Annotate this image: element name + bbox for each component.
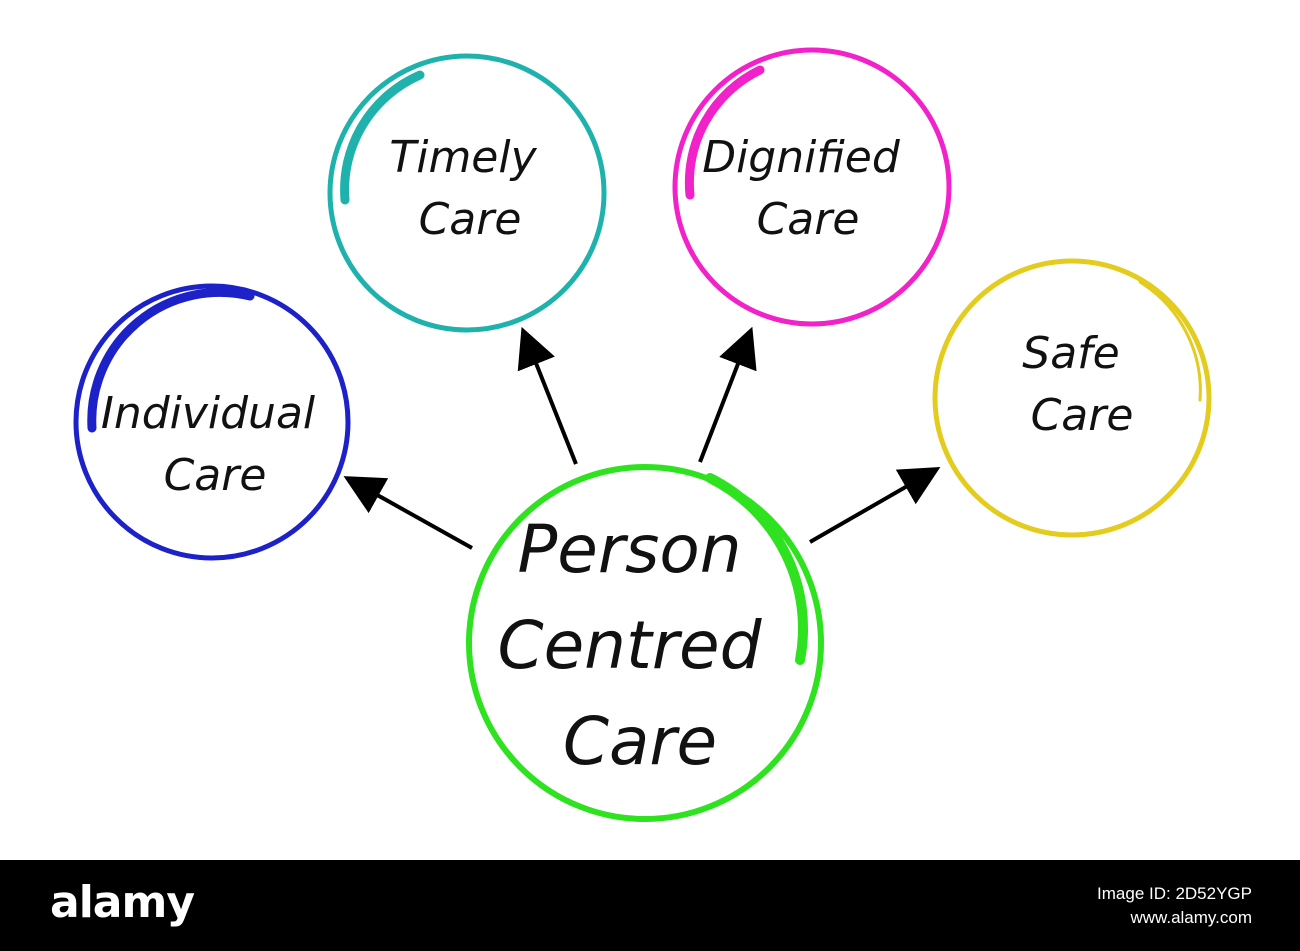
person-centred-care-ring-accent <box>705 473 809 665</box>
arrow-to-timely <box>517 326 578 465</box>
person-centred-care-ring <box>466 464 824 822</box>
watermark-footer: alamy Image ID: 2D52YGP www.alamy.com <box>0 860 1300 951</box>
dignified-care-ring-accent <box>684 65 765 200</box>
node-individual-care: Individual Care <box>73 283 351 561</box>
dignified-care-ring <box>672 47 952 327</box>
individual-care-line-1: Individual <box>101 388 316 439</box>
safe-care-line-1: Safe <box>1022 328 1119 379</box>
concept-diagram: Individual Care Timely Care Dignified Ca… <box>73 47 1212 822</box>
person-centred-care-line-2: Centred <box>497 607 762 684</box>
timely-care-line-2: Care <box>419 194 522 245</box>
safe-care-line-2: Care <box>1031 390 1134 441</box>
arrow-to-individual <box>343 476 473 550</box>
timely-care-line-1: Timely <box>389 132 537 183</box>
person-centred-care-line-1: Person <box>517 511 741 588</box>
node-dignified-care: Dignified Care <box>672 47 952 327</box>
individual-care-label: Individual Care <box>101 388 329 501</box>
image-meta: Image ID: 2D52YGP www.alamy.com <box>1097 882 1252 930</box>
dignified-care-label: Dignified Care <box>702 132 914 245</box>
safe-care-label: Safe Care <box>1022 328 1133 441</box>
person-centred-care-line-3: Care <box>563 703 717 780</box>
person-centred-care-label: Person Centred Care <box>497 511 782 780</box>
node-safe-care: Safe Care <box>932 258 1212 538</box>
timely-care-label: Timely Care <box>389 132 550 245</box>
arrow-to-safe <box>809 467 941 544</box>
individual-care-ring-accent <box>87 287 255 433</box>
arrow-to-dignified <box>698 326 757 463</box>
node-person-centred-care: Person Centred Care <box>466 464 824 822</box>
site-url-text: www.alamy.com <box>1130 908 1252 927</box>
image-id-text: Image ID: 2D52YGP <box>1097 884 1252 903</box>
arrows <box>343 326 941 550</box>
alamy-logo: alamy <box>50 877 195 928</box>
dignified-care-line-2: Care <box>757 194 860 245</box>
individual-care-line-2: Care <box>164 450 267 501</box>
timely-care-ring-accent <box>340 70 425 205</box>
individual-care-ring <box>73 283 351 561</box>
timely-care-ring <box>327 53 607 333</box>
dignified-care-line-1: Dignified <box>702 132 901 183</box>
safe-care-ring <box>932 258 1212 538</box>
node-timely-care: Timely Care <box>327 53 607 333</box>
safe-care-ring-accent <box>1138 280 1202 402</box>
